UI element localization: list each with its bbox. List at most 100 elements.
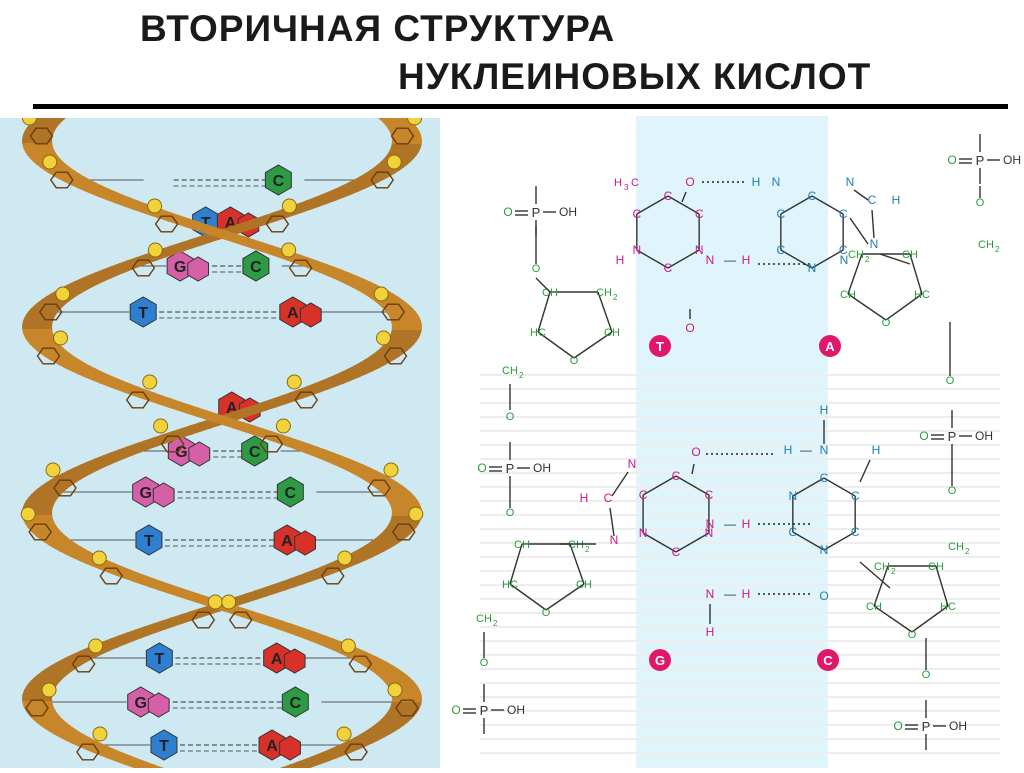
phosphate-dot — [20, 506, 36, 522]
bond-line — [847, 253, 863, 295]
bond-line — [873, 605, 913, 633]
background-streak — [480, 486, 1000, 488]
ring-atom: C — [664, 261, 673, 275]
background-streak — [480, 514, 1000, 516]
base-g-ring — [187, 256, 210, 282]
phosphate-hydroxyl: OH — [975, 429, 993, 443]
adenine-c8: C — [868, 193, 877, 207]
base-a-shape — [273, 524, 301, 556]
ring-atom: C — [672, 545, 681, 559]
background-streak — [480, 738, 1000, 740]
ch2-subscript: 2 — [519, 371, 524, 380]
sugar-ring-outline — [320, 567, 345, 585]
bond-line — [853, 189, 869, 201]
phosphate-dot — [386, 154, 402, 170]
sugar-ch: CH — [866, 601, 882, 613]
guanine-n1: N — [706, 517, 715, 531]
adenine-n9: N — [870, 237, 879, 251]
nucleotide-badge-a — [819, 335, 841, 357]
ch2-subscript: 2 — [493, 619, 498, 628]
bond-line — [849, 217, 869, 245]
bond-dash: — — [724, 517, 736, 531]
base-g-shape — [166, 250, 194, 282]
phosphorus-atom: P — [480, 703, 489, 718]
ring-atom: C — [664, 189, 673, 203]
ring-atom: N — [788, 489, 797, 503]
background-streak — [480, 374, 1000, 376]
phosphate-dot — [336, 726, 352, 742]
nucleotide-badge-letter-c: C — [823, 653, 833, 668]
base-letter-a: A — [266, 738, 278, 755]
ring-atom: N — [695, 243, 704, 257]
base-letter-c: C — [250, 259, 262, 276]
base-letter-g: G — [175, 444, 187, 461]
ring-atom: C — [839, 207, 848, 221]
methyl-c: C — [631, 177, 639, 189]
bond-line — [859, 561, 891, 589]
background-streak — [480, 458, 1000, 460]
guanine-n2: N — [706, 587, 715, 601]
phosphate-dot — [92, 726, 108, 742]
sugar-ring-outline — [265, 215, 290, 233]
base-letter-t: T — [201, 215, 211, 232]
thymine-n: N — [706, 253, 715, 267]
base-pair-highlight-band — [636, 116, 828, 768]
sugar-ring-outline — [71, 655, 96, 673]
sugar-ring-outline — [160, 435, 185, 453]
ring-atom: N — [808, 261, 817, 275]
ring-atom: N — [820, 543, 829, 557]
thymine-o2: O — [685, 321, 694, 335]
base-letter-g: G — [174, 259, 186, 276]
sugar-ch: CH — [840, 289, 856, 301]
bond-line — [911, 605, 949, 633]
sugar-ring-outline — [154, 215, 179, 233]
sugar-ring-outline — [28, 523, 53, 541]
title-underline — [33, 104, 1008, 109]
sugar-hc: HC — [940, 601, 956, 613]
bond-line — [681, 191, 687, 203]
ring-bond — [823, 477, 856, 497]
sugar-ring-outline — [381, 303, 406, 321]
sugar-oxygen: O — [908, 629, 917, 641]
bond-line — [509, 543, 523, 585]
sugar-ring-outline — [25, 699, 49, 717]
ring-bond — [823, 531, 856, 551]
sugar-ring-outline — [390, 127, 415, 145]
sugar-hc: HC — [530, 327, 546, 339]
ring-atom: C — [639, 488, 648, 502]
sugar-ring-outline — [228, 611, 253, 629]
sugar-ring-outline — [348, 655, 373, 673]
sugar-ch: CH — [542, 287, 558, 299]
ring-atom: C — [788, 525, 797, 539]
cytosine-n4: N — [820, 443, 829, 457]
base-letter-t: T — [144, 533, 154, 550]
bond-line — [537, 331, 575, 359]
ch2-subscript: 2 — [865, 255, 870, 264]
bond-line — [573, 331, 613, 359]
bond-line — [871, 209, 875, 239]
ring-bond — [792, 477, 825, 497]
background-streak — [480, 654, 1000, 656]
phosphate-dot — [375, 330, 391, 346]
background-streak — [480, 570, 1000, 572]
sugar-ring-outline — [53, 479, 77, 497]
sugar-ring-outline — [191, 611, 216, 629]
phosphate-oxygen: O — [919, 429, 928, 443]
ch2-group: CH — [978, 239, 994, 251]
base-c-shape — [242, 250, 270, 282]
ch2-subscript: 2 — [613, 293, 618, 302]
ring-bond — [636, 195, 669, 215]
phosphate-dot — [41, 682, 57, 698]
phosphate-dot — [383, 462, 399, 478]
ring-bond — [675, 532, 710, 553]
guanine-o6: O — [691, 445, 700, 459]
ring-bond — [642, 475, 677, 496]
ring-atom: C — [851, 489, 860, 503]
bond-line — [537, 291, 551, 333]
sugar-ch: CH — [576, 579, 592, 591]
